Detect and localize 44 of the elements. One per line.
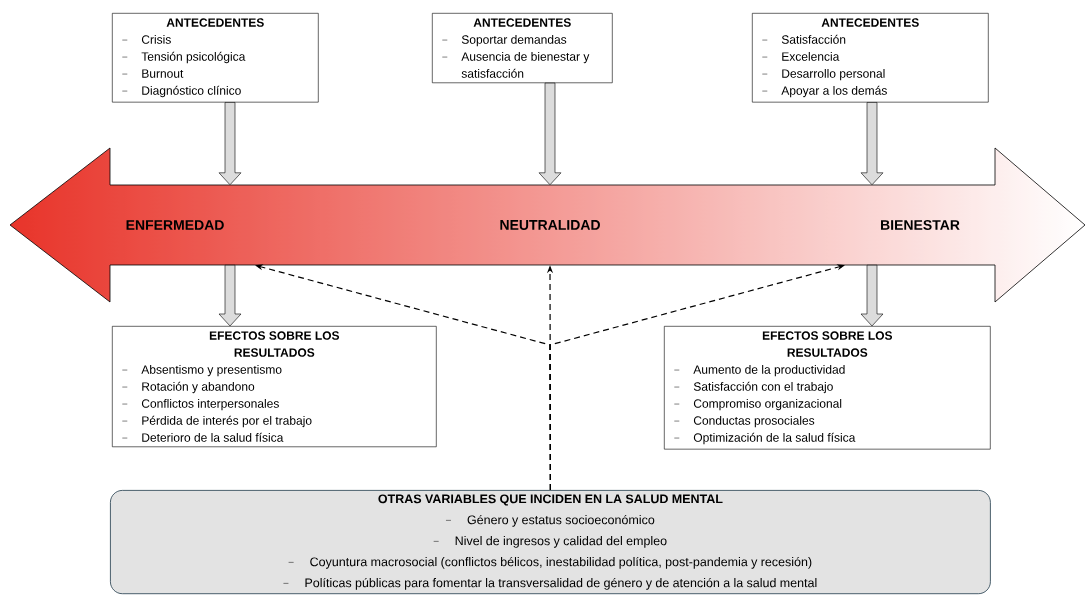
box-heading: ANTECEDENTES (821, 18, 919, 27)
text-box (112, 326, 437, 448)
list-item: Soportar demandas (442, 35, 567, 47)
list-item: Rotación y abandono (122, 381, 255, 394)
band-label: BIENESTAR (881, 220, 960, 230)
list-item: Burnout (122, 69, 184, 78)
panel-heading: OTRAS VARIABLES QUE INCIDEN EN LA SALUD MENTAL (378, 494, 723, 506)
block-arrow (218, 264, 242, 327)
block-arrow (538, 82, 562, 186)
list-item: Crisis (122, 35, 171, 44)
list-item: Políticas públicas para fomentar la transversalidad de género y de atención a la salud mental (283, 577, 817, 590)
block-arrow (860, 102, 884, 186)
list-item: Aumento de la productividad (674, 365, 845, 377)
box-heading: EFECTOS SOBRE LOS RESULTADOS (762, 331, 893, 357)
list-item: Conflictos interpersonales (122, 399, 279, 411)
list-item: Diagnóstico clínico (122, 85, 241, 98)
block-arrow (860, 264, 884, 327)
text-box (432, 13, 613, 84)
list-item: Satisfacción con el trabajo (674, 381, 833, 394)
list-item: Desarrollo personal (762, 69, 885, 81)
list-item: Apoyar a los demás (762, 85, 887, 98)
block-arrow (218, 102, 242, 186)
text-box (752, 13, 989, 103)
rounded-panel (110, 490, 991, 595)
list-item: Satisfacción (762, 34, 846, 44)
box-heading: ANTECEDENTES (166, 18, 264, 27)
band-label: ENFERMEDAD (126, 220, 224, 230)
band-label: NEUTRALIDAD (500, 220, 600, 230)
list-item: Género y estatus socioeconómico (445, 514, 655, 527)
list-item: Excelencia (762, 52, 840, 61)
list-item: Ausencia de bienestar y satisfacción (442, 52, 590, 78)
list-item: Tensión psicológica (122, 51, 246, 64)
list-item: Pérdida de interés por el trabajo (122, 415, 312, 428)
box-heading: ANTECEDENTES (473, 18, 571, 27)
text-box (112, 13, 319, 103)
list-item: Deterioro de la salud física (122, 432, 284, 442)
list-item: Conductas prosociales (674, 416, 815, 428)
list-item: Compromiso organizacional (674, 399, 842, 411)
list-item: Optimización de la salud física (674, 432, 856, 445)
box-heading: EFECTOS SOBRE LOS RESULTADOS (209, 331, 340, 357)
text-box (664, 326, 991, 450)
list-item: Coyuntura macrosocial (conflictos bélicos, inestabilidad política, post-pandemia y recesión) (288, 556, 812, 569)
list-item: Nivel de ingresos y calidad del empleo (433, 536, 667, 548)
list-item: Absentismo y presentismo (122, 365, 282, 377)
